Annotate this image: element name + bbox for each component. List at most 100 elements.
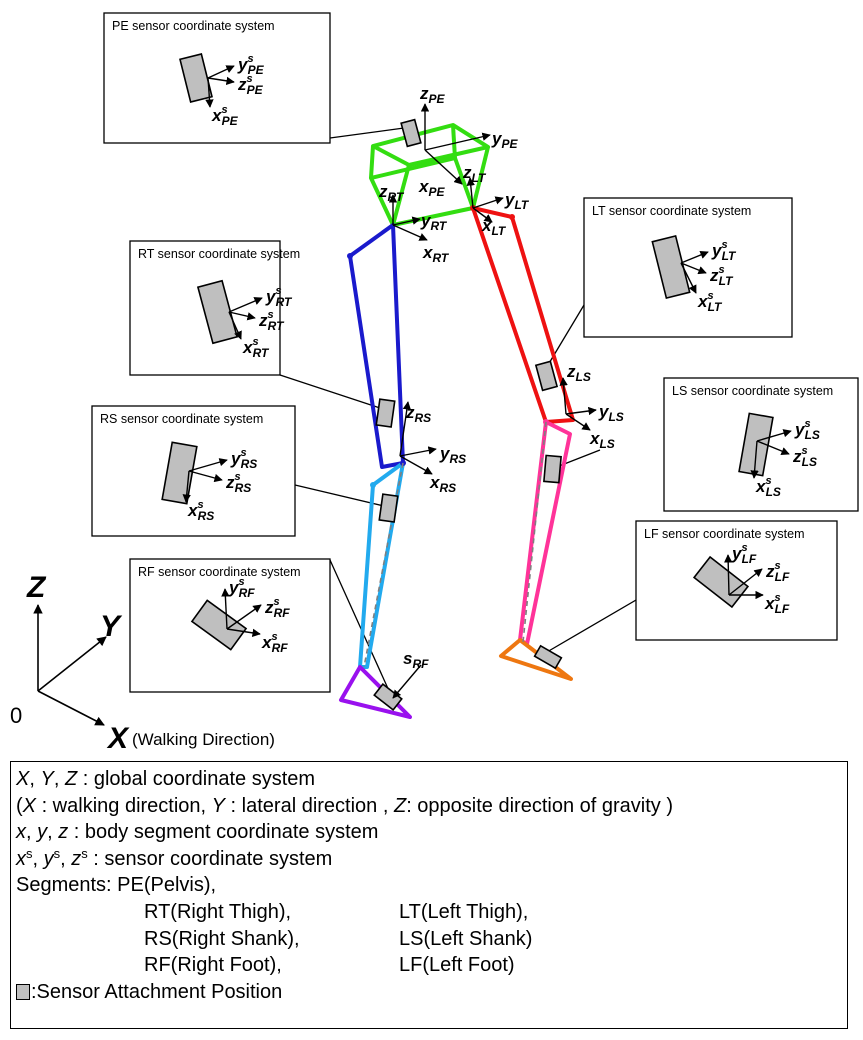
svg-text:xRT: xRT xyxy=(422,243,450,265)
callout-title: RF sensor coordinate system xyxy=(138,565,301,579)
foot-label: s xyxy=(403,649,412,668)
callout-box-frame xyxy=(91,405,296,537)
sensor-axes-arrows xyxy=(228,297,263,340)
sensor-pe xyxy=(400,118,422,148)
global-axes: Z Y 0 X (Walking Direction) xyxy=(10,571,275,755)
callout-lines xyxy=(279,127,637,694)
left-thigh-segment xyxy=(471,206,575,424)
sensor-axes-arrows xyxy=(182,458,228,503)
global-y-label: Y xyxy=(100,610,123,643)
sensor-axes-arrows xyxy=(750,429,792,479)
svg-text:zRT: zRT xyxy=(378,182,405,204)
legend-line-global: X, Y, Z : global coordinate system xyxy=(16,768,316,790)
legend-box: X, Y, Z : global coordinate system (X : … xyxy=(10,761,848,1029)
svg-text:zLT: zLT xyxy=(462,163,487,185)
sensor-ls xyxy=(543,454,562,484)
callout-title: RT sensor coordinate system xyxy=(138,247,300,261)
segment-axis-labels: zPE yPE xPE zRT yRT xRT zLT yLT xLT zRS … xyxy=(378,84,624,671)
svg-text:xLS: xLS xyxy=(589,429,615,451)
sensor-lt xyxy=(534,360,559,392)
seg-z-letter: z xyxy=(419,84,429,103)
sensor-rt-large xyxy=(196,279,239,345)
legend-line-sensor-position: :Sensor Attachment Position xyxy=(16,979,847,1006)
sensor-axes-arrows xyxy=(680,250,709,294)
sensor-axes-arrows xyxy=(205,65,235,108)
legend-line-segment: x, y, z : body segment coordinate system xyxy=(16,821,379,844)
svg-text:yLT: yLT xyxy=(504,190,530,212)
callout-title: LT sensor coordinate system xyxy=(592,204,751,218)
callout-box-frame xyxy=(583,197,793,338)
sensor-axes-arrows xyxy=(221,588,262,638)
svg-text:sRF: sRF xyxy=(403,649,429,671)
walking-direction-label: (Walking Direction) xyxy=(132,730,275,749)
sensor-rf xyxy=(373,682,403,712)
svg-text:zRS: zRS xyxy=(405,403,431,425)
legend-row-thigh: RT(Right Thigh),LT(Left Thigh), xyxy=(144,900,529,923)
svg-text:zLS: zLS xyxy=(566,362,591,384)
global-x-label: X xyxy=(106,722,130,755)
right-thigh-segment xyxy=(348,223,405,469)
segment-axes-arrows xyxy=(388,103,597,699)
callout-title: PE sensor coordinate system xyxy=(112,19,275,33)
svg-text:yRT: yRT xyxy=(420,211,448,233)
sensor-rs-large xyxy=(161,441,198,505)
svg-text:xPE: xPE xyxy=(418,177,445,199)
svg-text:xLT: xLT xyxy=(481,216,507,238)
sensor-axes-arrows xyxy=(723,554,764,600)
svg-text:yLS: yLS xyxy=(598,402,624,424)
global-z-label: Z xyxy=(26,571,47,604)
right-foot-segment xyxy=(339,665,412,719)
shank-center-lines xyxy=(363,421,547,668)
svg-text:zPE: zPE xyxy=(419,84,446,106)
sensor-rt xyxy=(375,398,396,428)
sensor-pe-large xyxy=(179,53,213,103)
callout-title: LS sensor coordinate system xyxy=(672,384,833,398)
legend-row-foot: RF(Right Foot),LF(Left Foot) xyxy=(144,954,515,977)
callout-title: LF sensor coordinate system xyxy=(644,527,805,541)
svg-text:xRS: xRS xyxy=(429,473,456,495)
left-shank-segment xyxy=(518,420,572,646)
legend-line-directions: (X : walking direction, Y : lateral dire… xyxy=(16,794,673,817)
svg-text:yRS: yRS xyxy=(439,444,466,466)
legend-line-sensor: xs, ys, zs : sensor coordinate system xyxy=(16,845,333,870)
origin-label: 0 xyxy=(10,703,22,728)
sensor-rs xyxy=(378,493,399,523)
sensor-square-icon xyxy=(16,983,30,1000)
legend-row-shank: RS(Right Shank),LS(Left Shank) xyxy=(144,927,533,950)
callout-title: RS sensor coordinate system xyxy=(100,412,263,426)
body-sensors xyxy=(373,118,563,712)
callout-box-frame xyxy=(103,12,331,144)
legend-line-segments: Segments: PE(Pelvis), xyxy=(16,874,217,897)
skeleton-diagram: zPE yPE xPE zRT yRT xRT zLT yLT xLT z RS … xyxy=(10,12,859,755)
sensor-lf xyxy=(533,644,563,670)
svg-text:yPE: yPE xyxy=(491,129,518,151)
